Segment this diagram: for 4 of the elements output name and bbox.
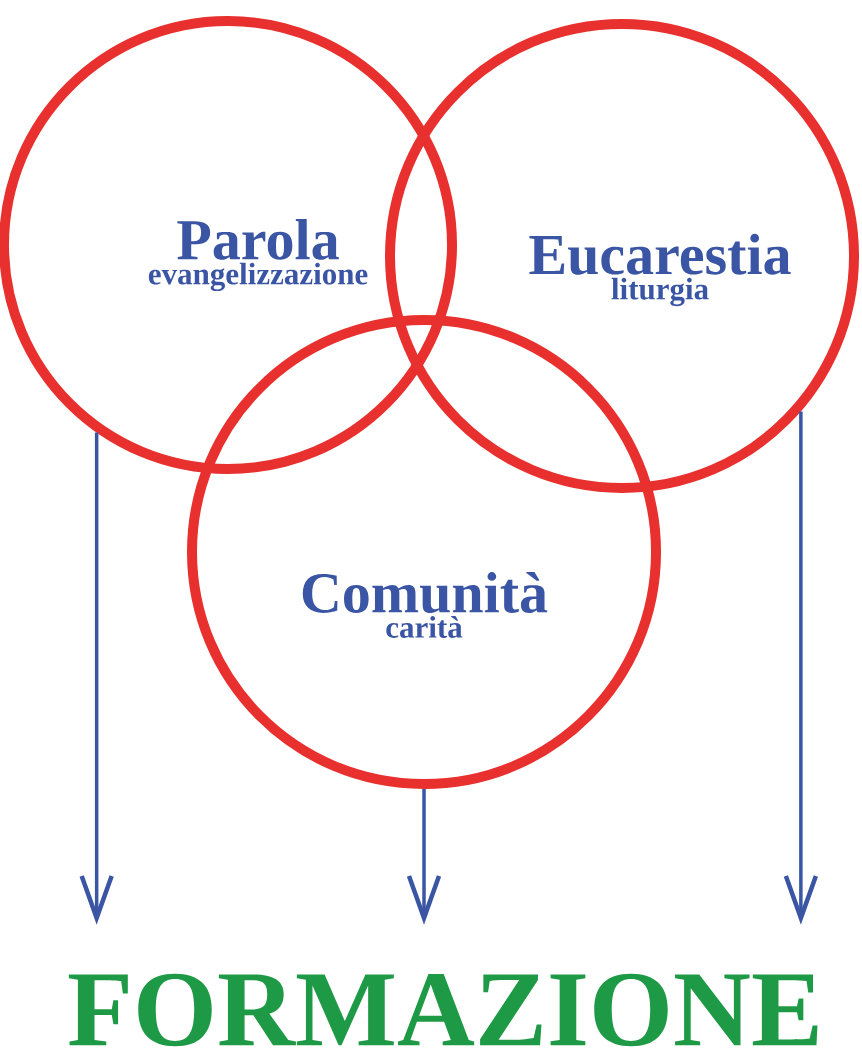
arrow xyxy=(783,411,818,925)
title-text: FORMAZIONE xyxy=(68,973,818,1047)
arrow xyxy=(79,432,114,925)
arrow xyxy=(406,789,442,925)
